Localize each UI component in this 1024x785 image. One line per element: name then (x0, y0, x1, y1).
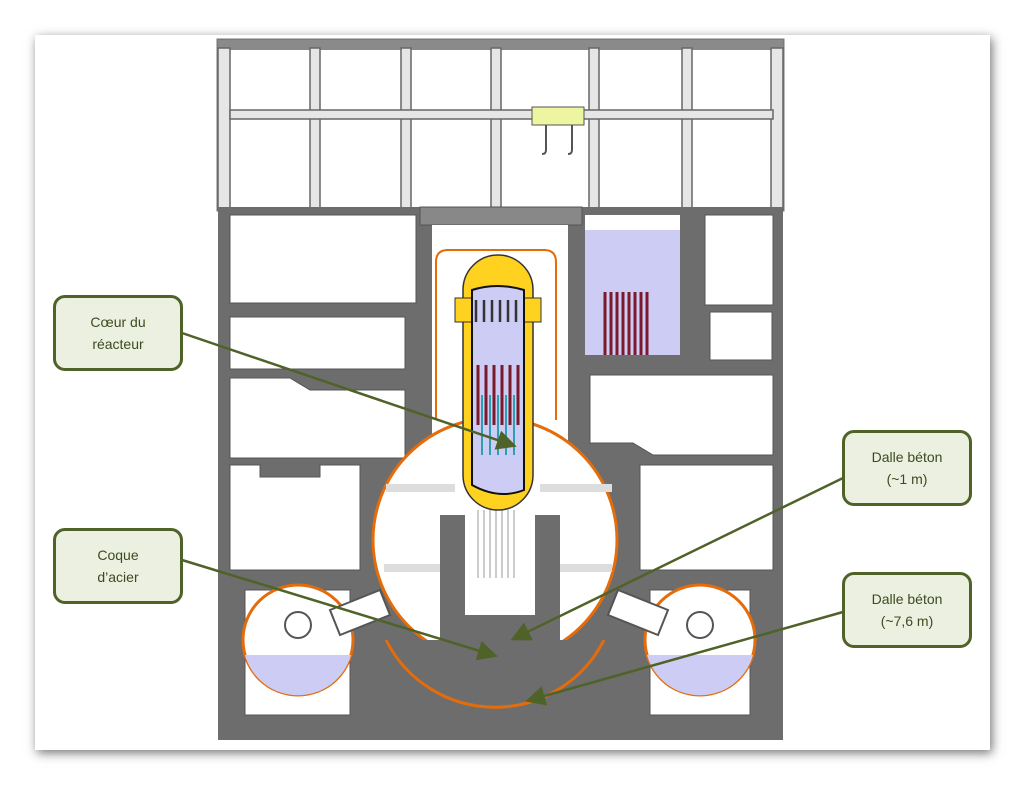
callout-text: d’acier (97, 569, 139, 585)
callout-concrete-slab-1m: Dalle béton (~1 m) (842, 430, 972, 506)
callout-concrete-slab-7-6m: Dalle béton (~7,6 m) (842, 572, 972, 648)
callout-text: réacteur (92, 336, 144, 352)
callout-reactor-core: Cœur du réacteur (53, 295, 183, 371)
callout-text: (~1 m) (886, 471, 928, 487)
stored-fuel-rods (603, 292, 649, 355)
arrow-shell (181, 558, 498, 661)
arrow-slab-thin (510, 476, 844, 641)
callout-text: Cœur du (90, 314, 146, 330)
callout-text: (~7,6 m) (880, 613, 934, 629)
callout-text: Coque (97, 547, 139, 563)
spent-fuel-pool (585, 230, 680, 355)
arrow-core (181, 331, 517, 450)
callout-text: Dalle béton (871, 591, 943, 607)
reactor-vessel (454, 254, 542, 511)
reactor-hall (216, 38, 785, 212)
callout-steel-shell: Coque d’acier (53, 528, 183, 604)
crane-rail (229, 109, 774, 120)
control-rods (476, 365, 520, 425)
arrow-slab-thick (525, 610, 844, 706)
crane-icon (531, 106, 585, 155)
callout-text: Dalle béton (871, 449, 943, 465)
